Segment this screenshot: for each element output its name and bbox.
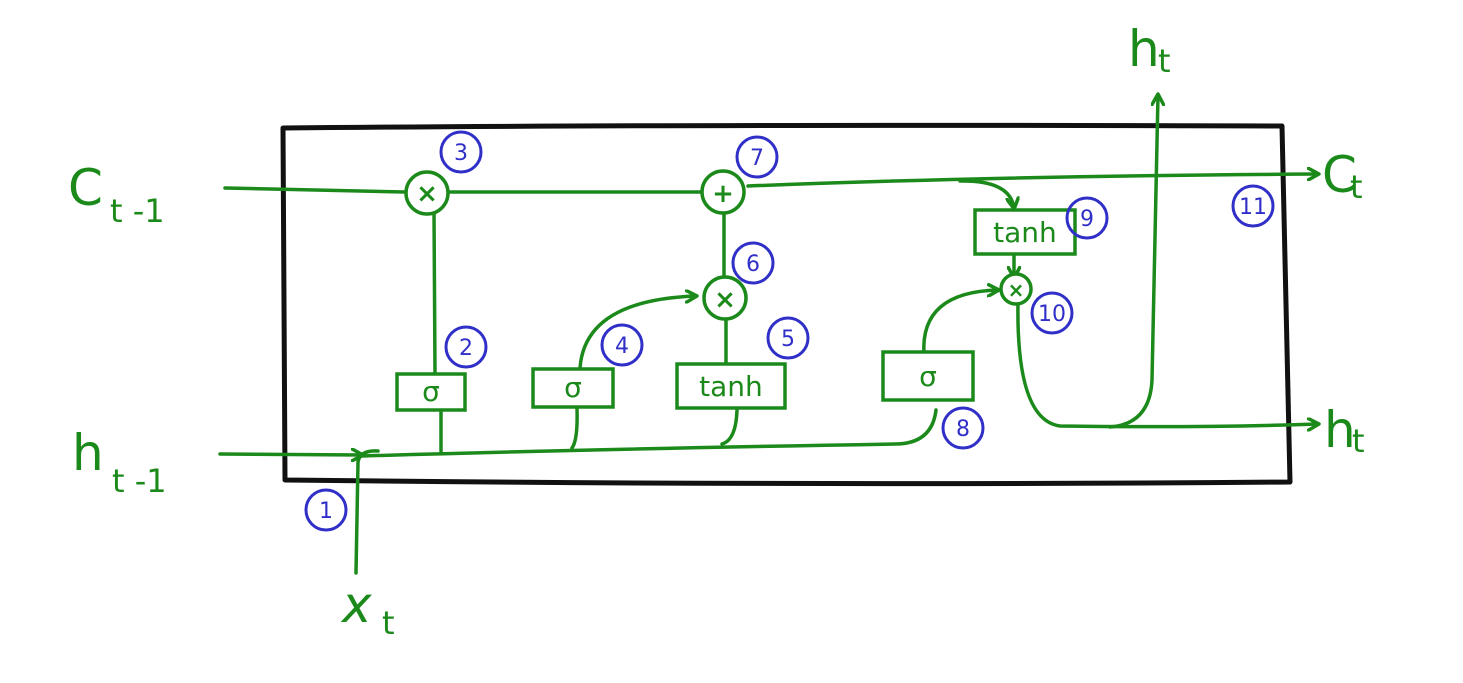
- forget-gate: σ: [395, 372, 467, 412]
- c-t-sub: t: [1350, 168, 1363, 206]
- step-10-text: 10: [1038, 302, 1066, 327]
- cell-tanh-label: tanh: [993, 216, 1057, 249]
- c-prev-main: C: [68, 159, 103, 217]
- step-4-text: 4: [615, 334, 629, 359]
- cell-state-in-wire: [223, 186, 407, 194]
- output-gate: σ: [881, 350, 975, 402]
- step-6-text: 6: [746, 252, 760, 277]
- c-t-main: C: [1322, 146, 1357, 204]
- c-prev-sub: t -1: [110, 192, 165, 230]
- c-prev-label: C t -1: [68, 159, 165, 230]
- x-input-wire: [354, 449, 380, 575]
- h-t-top-sub: t: [1158, 42, 1171, 80]
- step-badge-9: 9: [1065, 196, 1109, 240]
- step-1-text: 1: [319, 499, 333, 524]
- step-9-text: 9: [1080, 207, 1094, 232]
- step-badge-10: 10: [1030, 291, 1074, 335]
- cell-add-symbol: +: [712, 179, 734, 209]
- forget-mult-symbol: ×: [416, 179, 438, 209]
- h-t-right-label: h t: [1324, 401, 1365, 460]
- cell-state-out-wire: [746, 174, 1318, 188]
- step-badge-6: 6: [731, 241, 775, 285]
- step-badge-11: 11: [1231, 184, 1275, 228]
- cell-add-op: +: [700, 169, 746, 215]
- hidden-up-wire: [1108, 95, 1158, 429]
- h-t-top-main: h: [1128, 20, 1160, 78]
- concat-bus-wire: [360, 408, 938, 458]
- cell-to-tanh-wire: [958, 179, 1014, 208]
- step-7-text: 7: [750, 146, 764, 171]
- step-badge-8: 8: [941, 406, 985, 450]
- step-badge-5: 5: [766, 316, 810, 360]
- step-5-text: 5: [781, 327, 795, 352]
- step-11-text: 11: [1239, 195, 1267, 220]
- output-mult-symbol: ×: [1008, 278, 1025, 302]
- forget-mult-op: ×: [404, 170, 450, 216]
- input-to-mult-wire: [578, 296, 696, 370]
- step-3-text: 3: [454, 141, 468, 166]
- h-prev-main: h: [72, 424, 104, 482]
- hidden-out-wire: [1016, 300, 1318, 427]
- h-t-right-sub: t: [1352, 422, 1365, 460]
- x-t-sub: t: [382, 604, 395, 642]
- step-badge-3: 3: [439, 130, 483, 174]
- x-t-main: x: [340, 576, 372, 634]
- c-t-label: C t: [1322, 146, 1363, 206]
- forget-to-mult-wire: [432, 208, 437, 375]
- input-gate: σ: [531, 367, 615, 409]
- input-mult-symbol: ×: [714, 285, 736, 315]
- output-to-mult-wire: [922, 290, 998, 356]
- output-mult-op: ×: [999, 272, 1033, 306]
- step-badge-7: 7: [735, 135, 779, 179]
- input-gate-wire: [570, 406, 579, 450]
- step-badge-1: 1: [304, 488, 348, 532]
- h-prev-label: h t -1: [72, 424, 167, 500]
- h-prev-sub: t -1: [112, 462, 167, 500]
- step-8-text: 8: [956, 417, 970, 442]
- step-badge-2: 2: [444, 325, 488, 369]
- step-badge-4: 4: [600, 323, 644, 367]
- input-gate-label: σ: [564, 371, 582, 404]
- cell-tanh-gate: tanh: [973, 208, 1077, 256]
- step-2-text: 2: [459, 336, 473, 361]
- candidate-gate-wire: [720, 408, 739, 446]
- h-t-top-label: h t: [1128, 20, 1171, 80]
- input-mult-op: ×: [702, 275, 748, 321]
- x-t-label: x t: [340, 576, 395, 642]
- h-t-right-main: h: [1324, 401, 1356, 459]
- candidate-gate: tanh: [675, 362, 787, 410]
- output-gate-label: σ: [919, 360, 937, 393]
- hidden-in-wire: [218, 454, 362, 455]
- forget-gate-label: σ: [422, 375, 440, 408]
- candidate-gate-label: tanh: [699, 370, 763, 403]
- cell-frame: [280, 122, 1293, 487]
